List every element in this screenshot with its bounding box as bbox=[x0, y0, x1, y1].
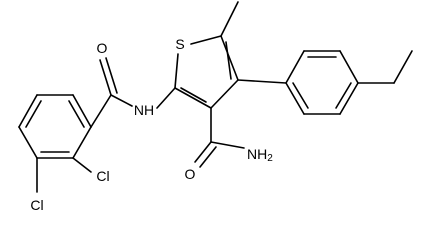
bond bbox=[105, 57, 118, 94]
bond bbox=[174, 87, 212, 109]
atom-labels: O NH S Cl Cl NH2 O bbox=[30, 36, 273, 213]
bond bbox=[210, 79, 239, 109]
bond bbox=[393, 50, 413, 84]
bond bbox=[210, 141, 245, 149]
bond bbox=[220, 1, 239, 37]
bond bbox=[72, 94, 92, 128]
bond-skeleton bbox=[18, 1, 413, 193]
amide-nh2-subscript: 2 bbox=[267, 153, 273, 164]
bond bbox=[339, 82, 359, 115]
chlorine-upper-label: Cl bbox=[96, 168, 109, 184]
bond bbox=[90, 94, 112, 128]
amide-nh2-label: NH2 bbox=[247, 146, 273, 164]
bond bbox=[18, 126, 38, 159]
bond bbox=[174, 53, 179, 89]
bond bbox=[72, 126, 92, 159]
amide-nh-label: NH bbox=[134, 102, 154, 118]
bond bbox=[220, 35, 239, 81]
bond bbox=[285, 50, 305, 84]
bond bbox=[25, 100, 42, 128]
bond bbox=[180, 87, 207, 103]
bond bbox=[237, 79, 287, 84]
bond bbox=[225, 41, 232, 80]
sulfur-label: S bbox=[175, 36, 184, 52]
bond bbox=[99, 59, 112, 96]
carbonyl-oxygen-label: O bbox=[97, 40, 108, 56]
bond bbox=[199, 146, 217, 168]
bond bbox=[190, 35, 222, 45]
bond bbox=[285, 82, 305, 115]
chlorine-lower-label: Cl bbox=[30, 197, 43, 213]
bond bbox=[18, 94, 38, 128]
bond bbox=[156, 87, 176, 109]
bond bbox=[339, 50, 359, 84]
amide-oxygen-label: O bbox=[185, 166, 196, 182]
molecule-structure: O NH S Cl Cl NH2 O bbox=[18, 1, 413, 213]
bond bbox=[194, 141, 212, 163]
bond bbox=[292, 82, 309, 109]
amide-nh2-text: NH bbox=[247, 146, 267, 162]
bond bbox=[68, 100, 85, 128]
bond bbox=[110, 94, 133, 107]
bond bbox=[335, 82, 352, 109]
bond bbox=[72, 157, 92, 173]
